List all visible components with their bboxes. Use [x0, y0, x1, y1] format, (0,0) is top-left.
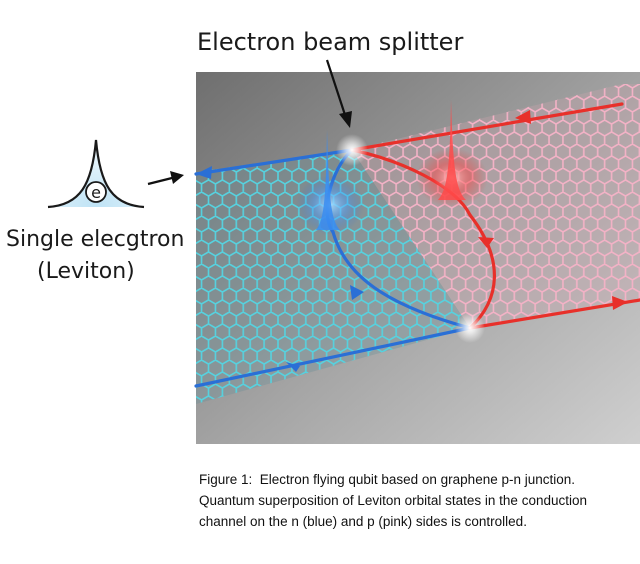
red-packet-spike [438, 100, 466, 200]
figure-caption: Figure 1: Electron flying qubit based on… [199, 469, 631, 532]
beam-splitter-glow-bottom [455, 313, 485, 343]
caption-text: Electron flying qubit based on graphene … [199, 472, 587, 529]
red-arrows [478, 110, 628, 310]
electron-glyph: e [91, 183, 101, 202]
leviton-label: (Leviton) [37, 259, 135, 284]
figure-illustration: e [47, 59, 640, 444]
leviton-icon: e [47, 139, 145, 209]
graphene-pn-junction-illustration: e [47, 59, 640, 444]
beam-splitter-label: Electron beam splitter [197, 28, 464, 56]
electron-symbol [85, 181, 107, 203]
blue-arrows [196, 166, 364, 372]
leviton-pointer-arrow [147, 171, 184, 186]
splitter-pointer-arrow [325, 59, 352, 128]
caption-label: Figure 1: [199, 472, 253, 487]
beam-splitter-glow-top [336, 134, 368, 166]
blue-packet-spike [316, 130, 340, 230]
single-electron-label: Single elecgtron [6, 227, 185, 252]
